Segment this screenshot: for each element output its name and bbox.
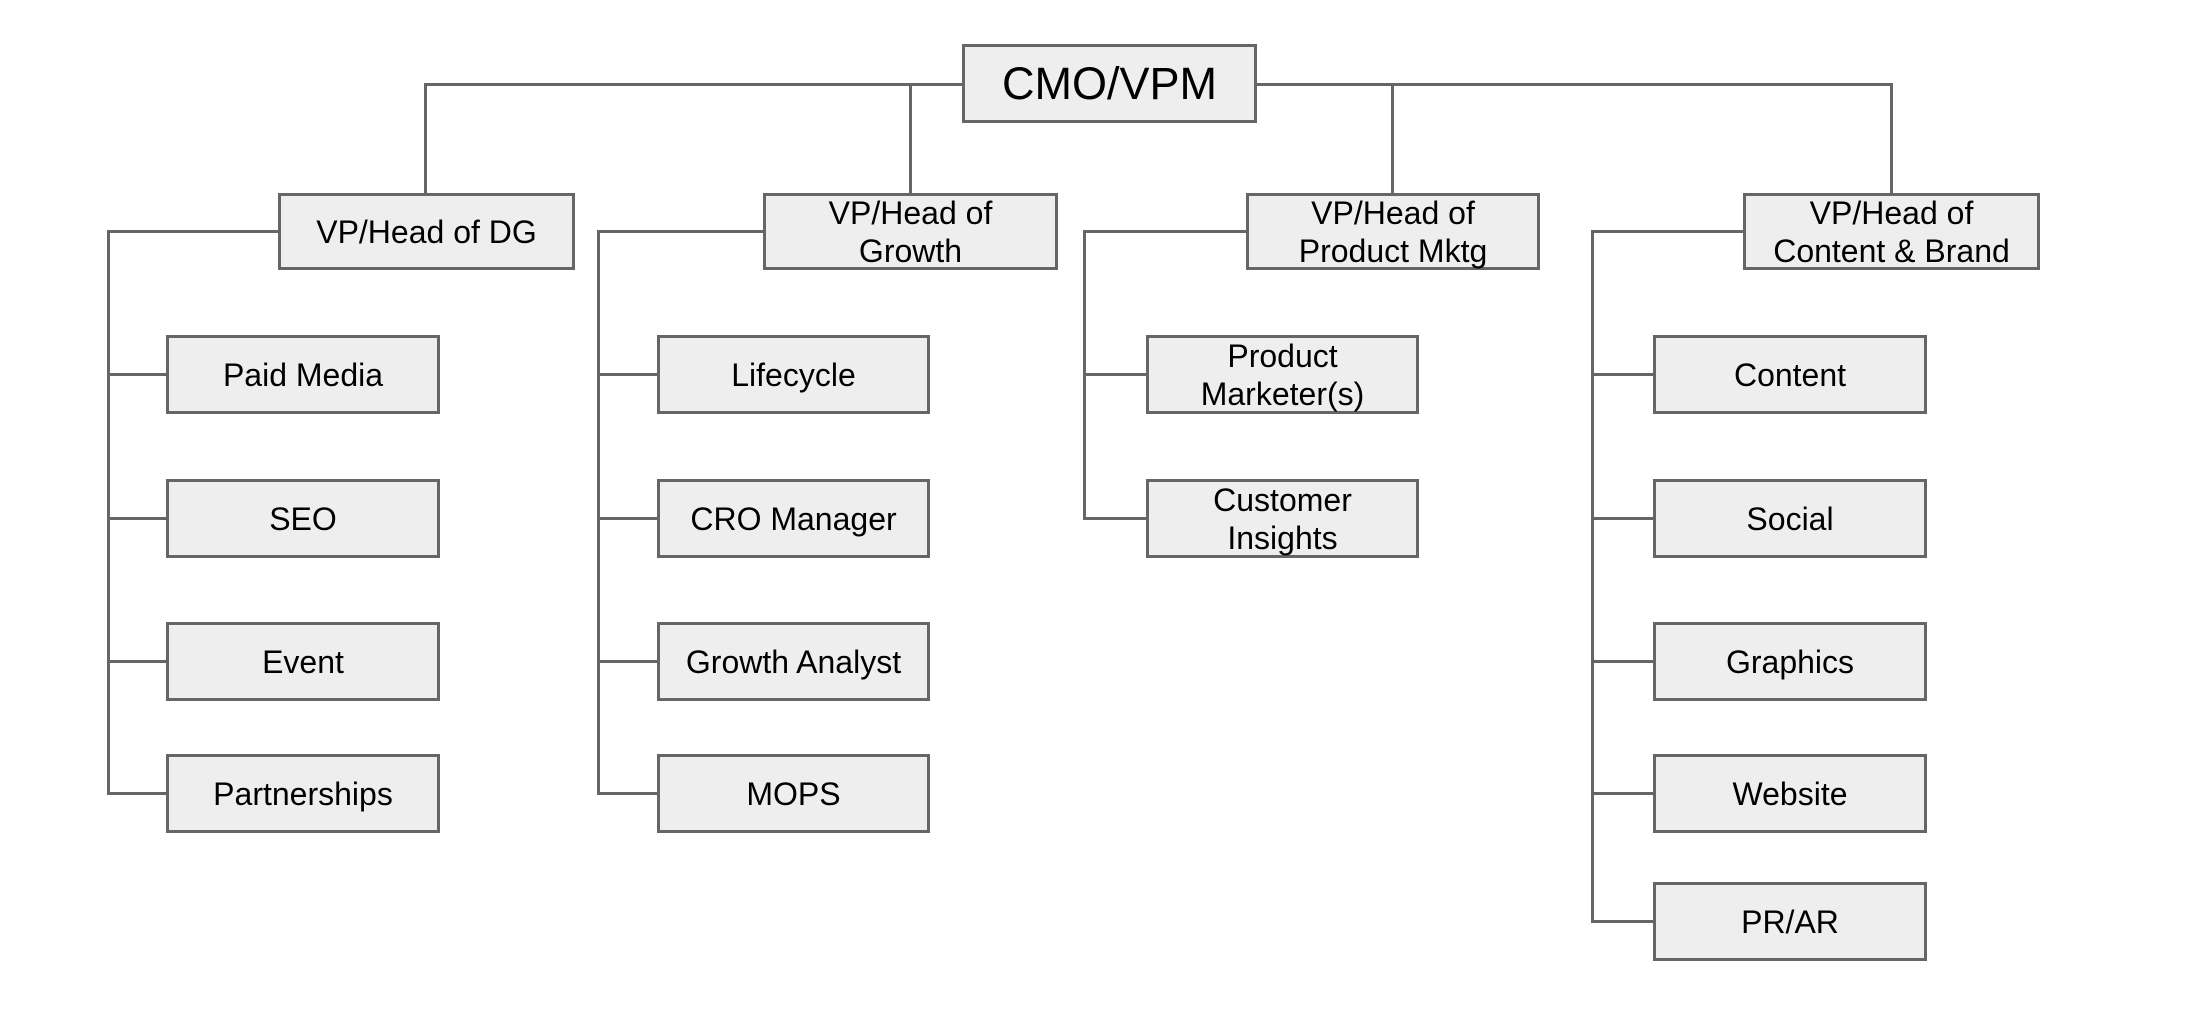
connector-dg-stub-1 — [108, 373, 166, 376]
connector-cb-rail-h — [1592, 230, 1743, 233]
node-seo: SEO — [166, 479, 440, 558]
connector-drop-product-mktg — [1391, 83, 1394, 195]
node-content: Content — [1653, 335, 1927, 414]
connector-cb-rail-v — [1591, 230, 1594, 923]
connector-pm-rail-h — [1084, 230, 1246, 233]
node-event: Event — [166, 622, 440, 701]
connector-drop-dg — [424, 83, 427, 195]
connector-growth-stub-3 — [598, 660, 657, 663]
node-lifecycle: Lifecycle — [657, 335, 930, 414]
connector-drop-content-brand — [1890, 83, 1893, 195]
connector-dg-stub-2 — [108, 517, 166, 520]
connector-dg-rail-v — [107, 230, 110, 795]
node-mops: MOPS — [657, 754, 930, 833]
node-graphics: Graphics — [1653, 622, 1927, 701]
connector-cb-stub-4 — [1592, 792, 1653, 795]
connector-growth-rail-v — [597, 230, 600, 795]
connector-cb-stub-5 — [1592, 920, 1653, 923]
connector-pm-stub-2 — [1084, 517, 1146, 520]
connector-dg-stub-3 — [108, 660, 166, 663]
connector-cb-stub-1 — [1592, 373, 1653, 376]
node-vp-dg: VP/Head of DG — [278, 193, 575, 270]
connector-pm-stub-1 — [1084, 373, 1146, 376]
node-social: Social — [1653, 479, 1927, 558]
node-cmo-vpm: CMO/VPM — [962, 44, 1257, 123]
node-partnerships: Partnerships — [166, 754, 440, 833]
connector-growth-rail-h — [598, 230, 763, 233]
connector-growth-stub-2 — [598, 517, 657, 520]
node-growth-analyst: Growth Analyst — [657, 622, 930, 701]
node-pr-ar: PR/AR — [1653, 882, 1927, 961]
node-cro-manager: CRO Manager — [657, 479, 930, 558]
node-website: Website — [1653, 754, 1927, 833]
connector-growth-stub-4 — [598, 792, 657, 795]
connector-growth-stub-1 — [598, 373, 657, 376]
node-paid-media: Paid Media — [166, 335, 440, 414]
connector-cb-stub-3 — [1592, 660, 1653, 663]
connector-dg-rail-h — [108, 230, 278, 233]
connector-drop-growth — [909, 83, 912, 195]
connector-cb-stub-2 — [1592, 517, 1653, 520]
connector-dg-stub-4 — [108, 792, 166, 795]
